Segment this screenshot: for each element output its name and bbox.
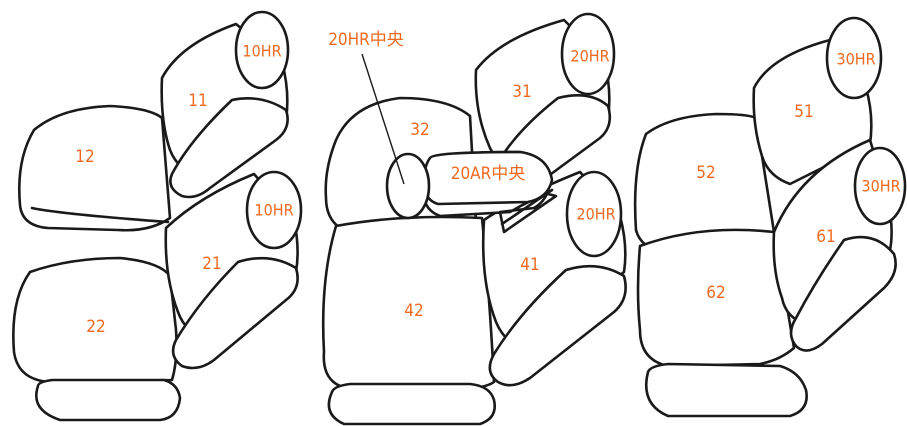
part-11-label: 11 bbox=[188, 91, 207, 111]
armrest-20ar-label: 20AR中央 bbox=[451, 164, 526, 184]
middle-seat-group: 32 42 31 20HR 41 20HR bbox=[321, 12, 627, 426]
headrest-30hr-lower: 30HR bbox=[853, 146, 907, 226]
part-42-label: 42 bbox=[404, 301, 423, 321]
headrest-20hr-center bbox=[385, 152, 431, 220]
right-seat-group: 52 62 51 61 30HR 30HR bbox=[633, 16, 907, 418]
part-61-label: 61 bbox=[816, 227, 835, 247]
callout-20hr-center-label: 20HR中央 bbox=[328, 30, 404, 50]
part-52-label: 52 bbox=[696, 163, 715, 183]
headrest-20hr-upper-label: 20HR bbox=[570, 47, 609, 66]
headrest-30hr-lower-label: 30HR bbox=[861, 177, 900, 196]
headrest-10hr-upper: 10HR bbox=[234, 10, 290, 90]
part-42: 42 bbox=[321, 215, 496, 426]
part-51-label: 51 bbox=[794, 102, 813, 122]
part-62-label: 62 bbox=[706, 283, 725, 303]
part-31-label: 31 bbox=[512, 82, 531, 102]
armrest-20ar-center: 20AR中央 bbox=[422, 150, 558, 234]
headrest-10hr-upper-label: 10HR bbox=[242, 42, 281, 61]
callout-leader-line bbox=[361, 53, 405, 185]
headrest-30hr-upper: 30HR bbox=[825, 16, 883, 100]
headrest-10hr-lower-label: 10HR bbox=[254, 201, 293, 220]
part-12: 12 bbox=[18, 104, 172, 232]
part-21-label: 21 bbox=[202, 254, 221, 274]
left-seat-group: 12 11 10HR 22 21 10HR bbox=[12, 10, 303, 422]
part-22: 22 bbox=[12, 256, 182, 422]
headrest-30hr-upper-label: 30HR bbox=[836, 50, 875, 69]
headrest-20hr-upper: 20HR bbox=[560, 12, 616, 96]
headrest-10hr-lower: 10HR bbox=[245, 170, 303, 250]
part-32-label: 32 bbox=[410, 120, 429, 140]
part-62: 62 bbox=[636, 228, 808, 418]
headrest-20hr-lower: 20HR bbox=[565, 170, 623, 258]
callout-20hr-center: 20HR中央 bbox=[328, 30, 405, 185]
headrest-20hr-lower-label: 20HR bbox=[576, 205, 615, 224]
part-22-label: 22 bbox=[86, 317, 105, 337]
part-41-label: 41 bbox=[520, 255, 539, 275]
part-12-label: 12 bbox=[75, 147, 94, 167]
